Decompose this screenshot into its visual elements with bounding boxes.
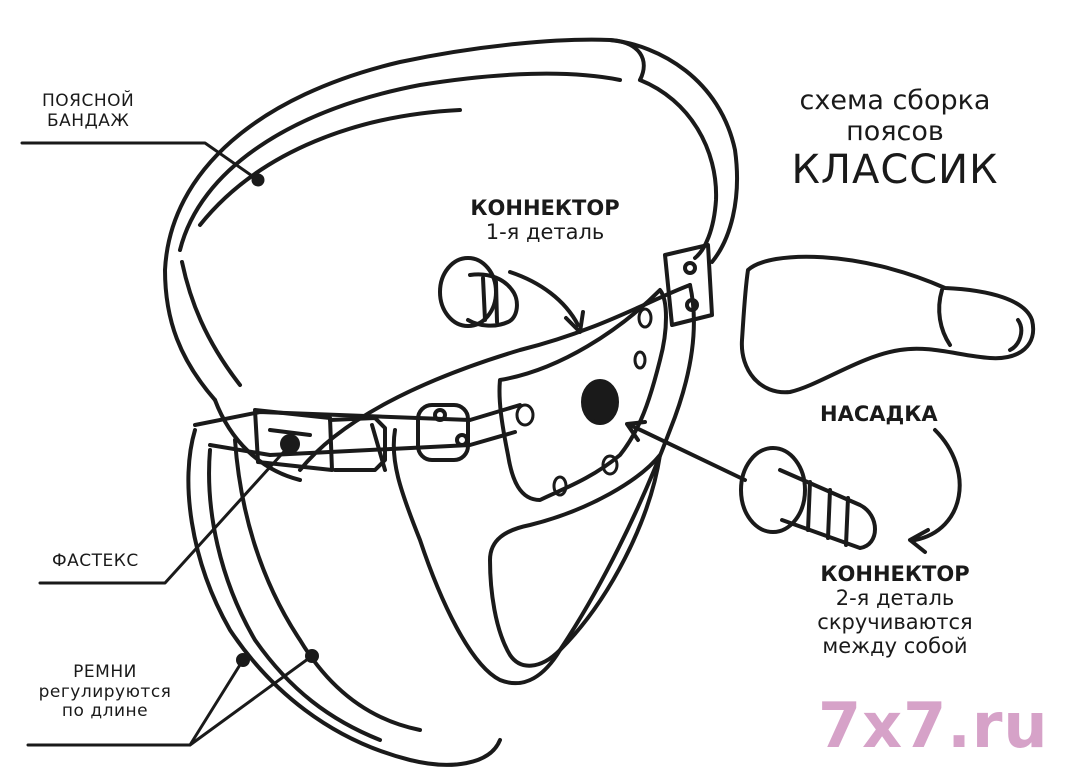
plate-holes xyxy=(515,307,653,497)
straps-label: РЕМНИ регулируются по длине xyxy=(30,662,180,722)
connector-hole xyxy=(581,379,619,425)
diagram-title: схема сборка поясов КЛАССИК xyxy=(770,85,1020,193)
arrow-connector1 xyxy=(508,270,585,334)
fastex-label: ФАСТЕКС xyxy=(52,551,139,571)
connector2-label-line3: скручиваются xyxy=(817,610,973,635)
side-straps xyxy=(186,428,502,767)
connector1-label-line1: КОННЕКТОР xyxy=(470,196,620,220)
connector2-label: КОННЕКТОР 2-я деталь скручиваются между … xyxy=(790,562,1000,659)
connector1-label-line2: 1-я деталь xyxy=(485,220,605,245)
leader-lines xyxy=(20,141,314,747)
title-line1: схема сборка xyxy=(799,85,991,116)
fastex-strap xyxy=(193,403,522,472)
straps-label-line2: регулируются xyxy=(38,681,172,702)
arrow-to-plate xyxy=(625,420,747,482)
brand-watermark: 7x7.ru xyxy=(818,689,1049,762)
waist-bandage-label-line2: БАНДАЖ xyxy=(46,110,130,131)
connector-part2-shape xyxy=(739,446,877,550)
waist-bandage-shape xyxy=(163,37,740,482)
straps-label-line3: по длине xyxy=(61,701,149,722)
front-panel-shape xyxy=(298,283,696,686)
connector2-label-line2: 2-я деталь xyxy=(835,586,955,611)
waist-bandage-label-line1: ПОЯСНОЙ xyxy=(42,91,135,111)
title-line2: поясов xyxy=(846,116,944,148)
straps-label-line1: РЕМНИ xyxy=(73,662,137,682)
belt-slider xyxy=(663,243,714,327)
attachment-shape xyxy=(739,254,1036,395)
arrow-attachment xyxy=(908,428,962,554)
attachment-label: НАСАДКА xyxy=(820,402,938,426)
connector2-label-line1: КОННЕКТОР xyxy=(820,562,970,586)
connector-part1-shape xyxy=(438,256,519,328)
connector1-label: КОННЕКТОР 1-я деталь xyxy=(445,196,645,244)
waist-bandage-label: ПОЯСНОЙ БАНДАЖ xyxy=(42,91,135,131)
connector2-label-line4: между собой xyxy=(822,634,968,659)
title-line3: КЛАССИК xyxy=(791,147,999,194)
